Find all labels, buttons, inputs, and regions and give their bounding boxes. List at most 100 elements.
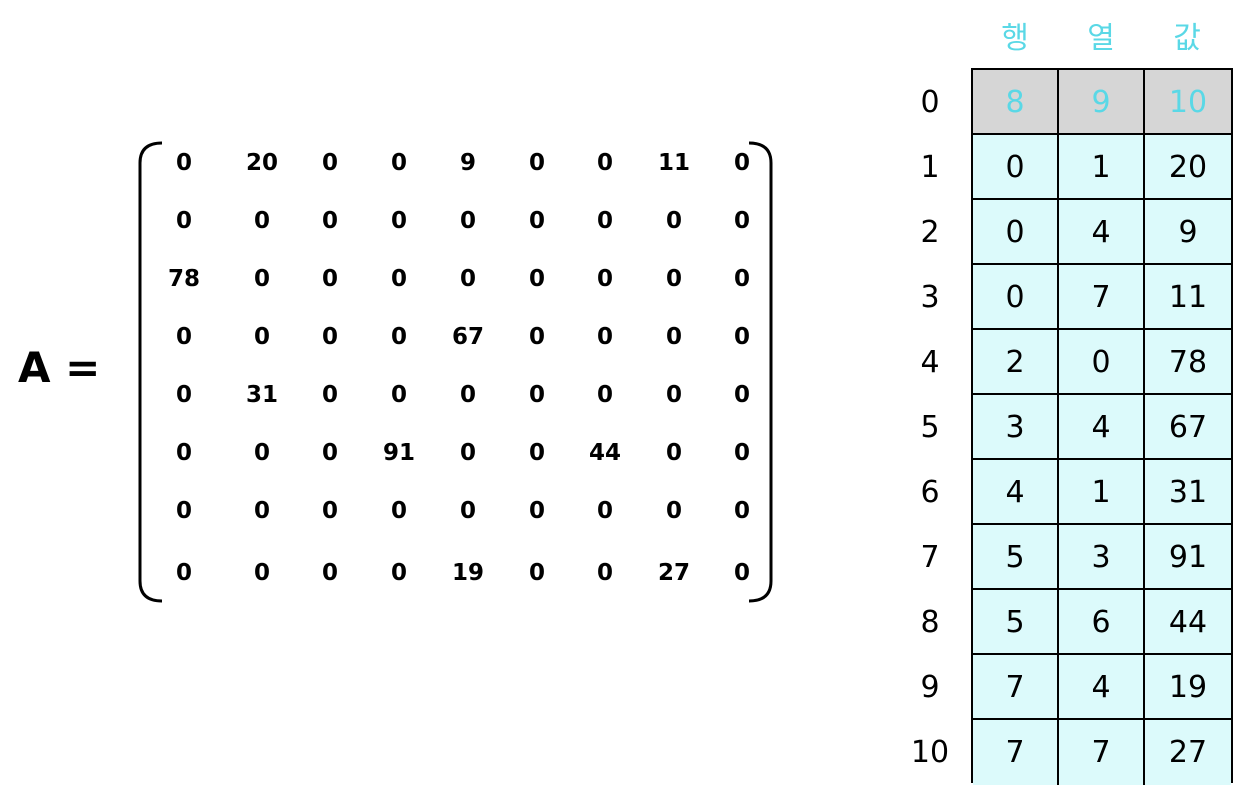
- matrix-cell: 0: [733, 208, 750, 234]
- matrix-cell: 0: [528, 324, 545, 350]
- table-cell: 0: [973, 265, 1059, 330]
- table-cell: 27: [1145, 720, 1231, 785]
- table-cell: 19: [1145, 655, 1231, 720]
- table-cell: 6: [1059, 590, 1145, 655]
- matrix-cell: 0: [253, 440, 270, 466]
- matrix-cell: 0: [733, 560, 750, 586]
- row-index: 5: [920, 410, 940, 445]
- matrix-cell: 11: [657, 150, 690, 176]
- matrix-cell: 0: [528, 266, 545, 292]
- matrix-cell: 67: [451, 324, 484, 350]
- table-cell: 9: [1145, 200, 1231, 265]
- row-index: 1: [920, 150, 940, 185]
- matrix-grid: 0 20 0 0 9 0 0 11 0 0 0 0 0 0 0 0 0 0 78 0 0 0 0 0 0 0 0 0 0 0 0 67 0 0 0 0…: [152, 138, 764, 600]
- matrix-cell: 0: [665, 266, 682, 292]
- row-index: 2: [920, 215, 940, 250]
- table-cell: 7: [973, 655, 1059, 720]
- matrix-cell: 0: [253, 266, 270, 292]
- matrix-cell: 0: [390, 266, 407, 292]
- matrix-cell: 27: [657, 560, 690, 586]
- table-cell: 0: [973, 135, 1059, 200]
- matrix-cell: 20: [245, 150, 278, 176]
- matrix-cell: 0: [390, 560, 407, 586]
- matrix-cell: 0: [321, 560, 338, 586]
- matrix-cell: 0: [390, 208, 407, 234]
- column-header-col: 열: [1087, 21, 1115, 56]
- row-index: 9: [920, 670, 940, 705]
- matrix-cell: 0: [390, 324, 407, 350]
- table-cell: 2: [973, 330, 1059, 395]
- matrix-cell: 0: [665, 440, 682, 466]
- matrix-cell: 0: [665, 382, 682, 408]
- table-cell: 11: [1145, 265, 1231, 330]
- row-index: 7: [920, 540, 940, 575]
- table-cell: 3: [1059, 525, 1145, 590]
- matrix-cell: 0: [459, 266, 476, 292]
- table-cell: 4: [973, 460, 1059, 525]
- table-cell: 4: [1059, 655, 1145, 720]
- matrix-cell: 0: [528, 560, 545, 586]
- table-cell: 3: [973, 395, 1059, 460]
- matrix-cell: 0: [253, 324, 270, 350]
- matrix-cell: 0: [321, 208, 338, 234]
- matrix-cell: 31: [245, 382, 278, 408]
- matrix-cell: 0: [528, 208, 545, 234]
- matrix-cell: 0: [733, 440, 750, 466]
- matrix-label: A =: [18, 343, 101, 392]
- column-header-value: 값: [1173, 21, 1201, 56]
- table-cell: 44: [1145, 590, 1231, 655]
- matrix-cell: 0: [253, 498, 270, 524]
- table-cell: 5: [973, 590, 1059, 655]
- matrix-cell: 0: [528, 382, 545, 408]
- matrix-cell: 0: [665, 208, 682, 234]
- table-cell: 67: [1145, 395, 1231, 460]
- matrix-cell: 0: [733, 150, 750, 176]
- matrix-cell: 0: [459, 382, 476, 408]
- table-cell: 91: [1145, 525, 1231, 590]
- matrix-cell: 78: [167, 266, 200, 292]
- matrix-cell: 0: [321, 382, 338, 408]
- matrix-cell: 0: [596, 324, 613, 350]
- matrix-cell: 0: [733, 498, 750, 524]
- matrix-right-bracket: [748, 141, 773, 603]
- table-cell: 0: [1059, 330, 1145, 395]
- matrix-cell: 91: [382, 440, 415, 466]
- row-index: 10: [910, 735, 950, 770]
- table-cell: 9: [1059, 70, 1145, 135]
- matrix-cell: 9: [459, 150, 476, 176]
- matrix-cell: 0: [733, 382, 750, 408]
- matrix-cell: 0: [253, 560, 270, 586]
- table-cell: 20: [1145, 135, 1231, 200]
- table-cell: 4: [1059, 200, 1145, 265]
- matrix-cell: 0: [733, 266, 750, 292]
- table-cell: 7: [1059, 720, 1145, 785]
- table-cell: 8: [973, 70, 1059, 135]
- table-cell: 0: [973, 200, 1059, 265]
- table-cell: 1: [1059, 135, 1145, 200]
- row-index: 8: [920, 605, 940, 640]
- matrix-cell: 0: [175, 150, 192, 176]
- matrix-cell: 0: [390, 498, 407, 524]
- row-index: 4: [920, 345, 940, 380]
- table-cell: 4: [1059, 395, 1145, 460]
- matrix-cell: 0: [528, 150, 545, 176]
- matrix-cell: 44: [588, 440, 621, 466]
- matrix-cell: 0: [321, 266, 338, 292]
- matrix-cell: 0: [175, 498, 192, 524]
- matrix-cell: 0: [175, 440, 192, 466]
- matrix-cell: 0: [596, 498, 613, 524]
- matrix-cell: 0: [596, 382, 613, 408]
- table-cell: 31: [1145, 460, 1231, 525]
- matrix-cell: 0: [390, 150, 407, 176]
- matrix-cell: 0: [733, 324, 750, 350]
- row-index: 6: [920, 475, 940, 510]
- table-cell: 1: [1059, 460, 1145, 525]
- matrix-cell: 0: [596, 208, 613, 234]
- matrix-cell: 0: [665, 324, 682, 350]
- matrix-cell: 0: [459, 498, 476, 524]
